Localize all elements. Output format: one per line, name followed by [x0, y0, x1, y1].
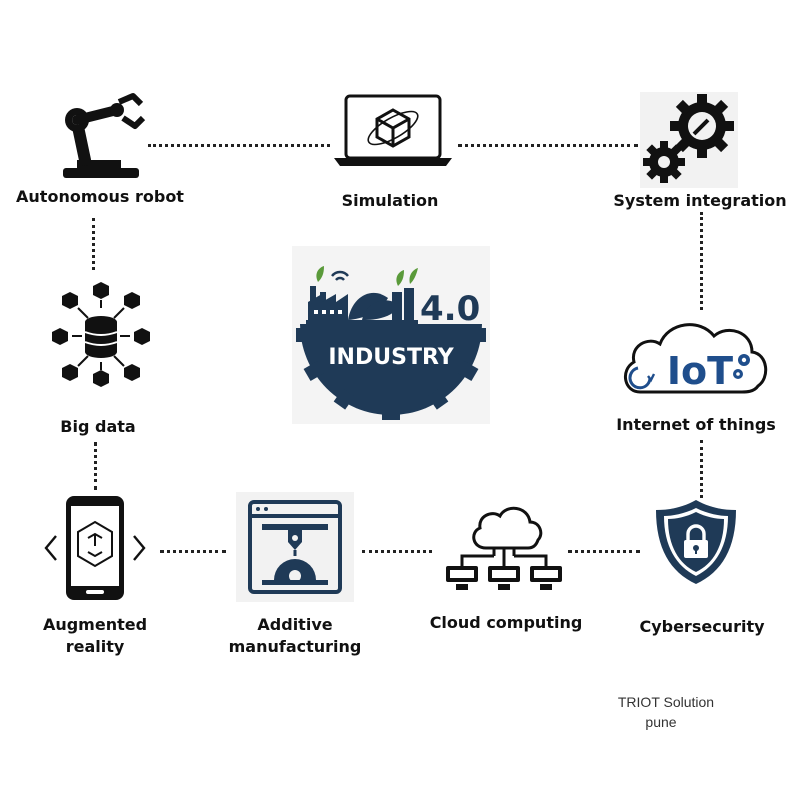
credit-text: TRIOT Solution pune [596, 692, 736, 732]
credit-line1: TRIOT Solution [617, 694, 715, 710]
industry-version-text: 4.0 [420, 289, 480, 329]
label-ar-line2: reality [65, 637, 125, 656]
iot-logo-text: IoT [667, 349, 733, 393]
connector-iot-cyber [700, 440, 703, 498]
laptop-cube-icon [334, 94, 452, 166]
3d-printer-icon [236, 492, 354, 602]
connector-system-iot [700, 212, 703, 310]
connector-bigdata-ar [94, 442, 97, 490]
label-am-line2: manufacturing [228, 637, 362, 656]
iot-cloud-icon: IoT [624, 323, 768, 394]
robot-arm-icon [63, 93, 146, 178]
gears-icon [640, 92, 738, 188]
label-simulation: Simulation [341, 191, 439, 210]
connector-am-cloud [362, 550, 432, 553]
label-ar-line1: Augmented [42, 615, 148, 634]
connector-cloud-cyber [568, 550, 640, 553]
label-internet-of-things: Internet of things [616, 415, 776, 434]
connector-simulation-system [458, 144, 638, 147]
label-am-line1: Additive [257, 615, 333, 634]
big-data-icon [52, 282, 150, 387]
label-additive-manufacturing: Additive manufacturing [214, 614, 376, 658]
cloud-network-icon [446, 506, 562, 590]
label-cybersecurity: Cybersecurity [639, 617, 765, 636]
label-cloud-computing: Cloud computing [429, 613, 583, 632]
industry-word-text: INDUSTRY [328, 345, 454, 370]
shield-lock-icon [656, 500, 736, 584]
label-system-integration: System integration [613, 191, 787, 210]
connector-ar-am [160, 550, 226, 553]
credit-line2: pune [645, 714, 677, 730]
augmented-reality-phone-icon [44, 496, 146, 600]
connector-robot-bigdata [92, 218, 95, 270]
connector-robot-simulation [148, 144, 330, 147]
label-autonomous-robot: Autonomous robot [16, 187, 184, 206]
label-augmented-reality: Augmented reality [20, 614, 170, 658]
label-big-data: Big data [60, 417, 136, 436]
industry-4-gear-logo: 4.0 INDUSTRY [292, 246, 490, 424]
